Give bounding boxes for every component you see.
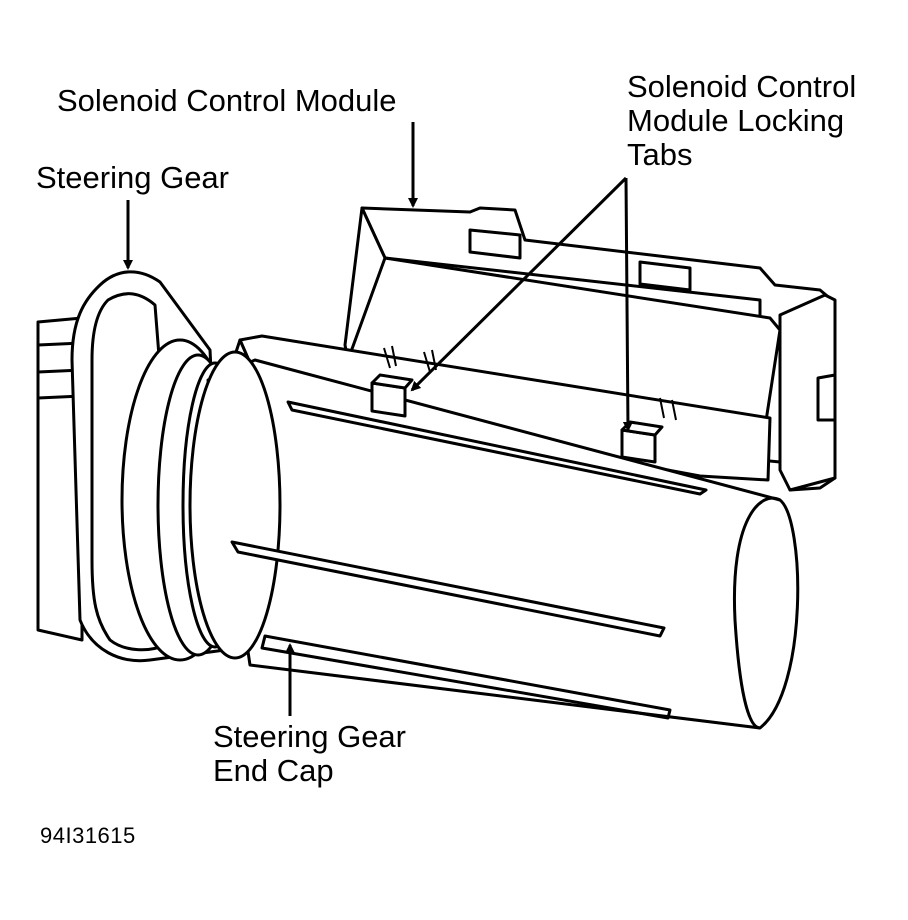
label-steering-gear: Steering Gear [36,160,229,195]
figure-id: 94I31615 [40,823,136,848]
label-locking-tabs-line-2: Module Locking [627,103,845,138]
label-solenoid-control-module: Solenoid Control Module [57,83,397,118]
steering-gear-end-cap [188,350,800,730]
label-end-cap: Steering Gear End Cap [213,720,406,788]
label-end-cap-line-1: Steering Gear [213,719,406,754]
leader-lines [123,122,633,716]
label-locking-tabs-line-1: Solenoid Control [627,69,857,104]
steering-shaft [36,316,84,642]
label-end-cap-line-2: End Cap [213,753,334,788]
locking-tab-left [370,373,414,418]
label-locking-tabs: Solenoid Control Module Locking Tabs [627,70,856,172]
arrow-locking-tab-left [410,176,628,392]
arrow-locking-tab-right [622,177,633,432]
label-locking-tabs-line-3: Tabs [627,137,693,172]
